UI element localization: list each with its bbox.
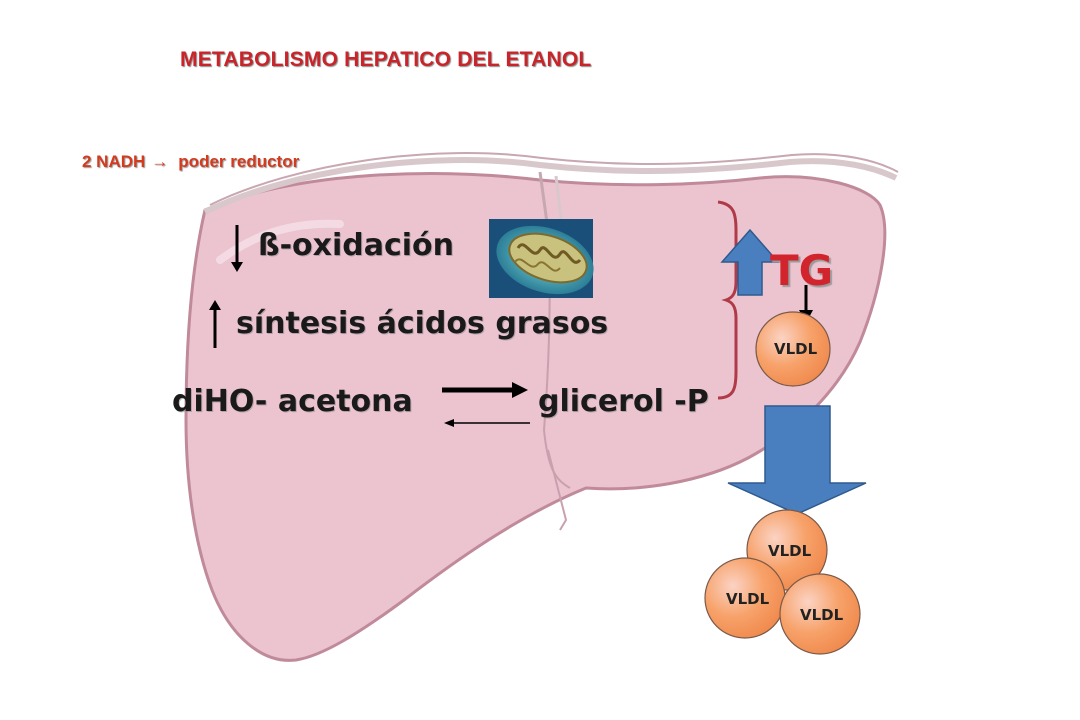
reverse-reaction-arrow	[444, 419, 530, 427]
vldl-particle	[779, 573, 861, 655]
dihydroxyacetone-label: diHO- acetona	[172, 384, 413, 419]
tg-up-block-arrow	[720, 228, 780, 296]
beta-oxidation-label: ß-oxidación	[258, 228, 455, 263]
glycerol-phosphate-label: glicerol -P	[538, 384, 709, 419]
vldl-label: VLDL	[768, 542, 812, 560]
forward-reaction-arrow	[442, 382, 528, 398]
mitochondrion-icon	[489, 219, 594, 298]
secretion-down-block-arrow	[727, 405, 867, 515]
tg-label: TG	[770, 246, 834, 295]
fatty-acid-synthesis-label: síntesis ácidos grasos	[236, 306, 609, 341]
tg-bracket	[717, 200, 738, 400]
reducing-power-label: poder reductor	[178, 152, 300, 171]
synthesis-up-arrow	[209, 300, 221, 348]
nadh-line: 2 NADH → poder reductor	[82, 152, 299, 172]
right-arrow-icon: →	[151, 152, 169, 171]
vldl-label: VLDL	[800, 606, 844, 624]
page-title: METABOLISMO HEPATICO DEL ETANOL	[180, 48, 592, 71]
nadh-label: 2 NADH	[82, 152, 146, 171]
beta-oxidation-down-arrow	[231, 225, 243, 272]
vldl-particle	[755, 311, 831, 387]
vldl-label: VLDL	[726, 590, 770, 608]
vldl-label: VLDL	[774, 340, 818, 358]
